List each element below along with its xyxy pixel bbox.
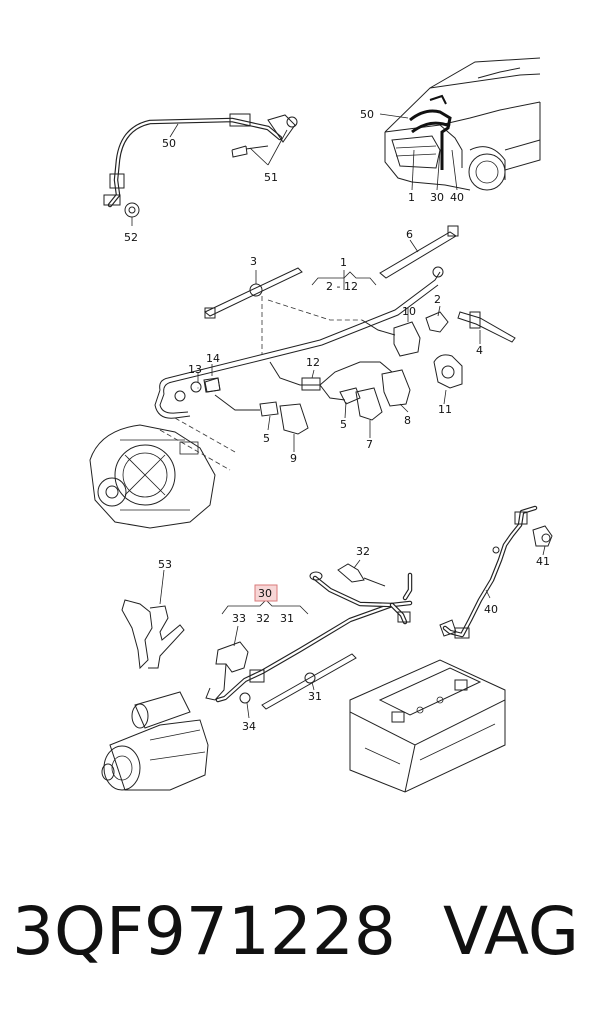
starter-motor-illustration bbox=[101, 691, 209, 791]
callout-7: 7 bbox=[366, 438, 373, 451]
callout-13: 13 bbox=[188, 363, 202, 376]
callout-12: 12 bbox=[306, 356, 320, 369]
callout-5-right: 5 bbox=[340, 418, 347, 431]
alternator-illustration bbox=[89, 424, 216, 529]
callout-30-highlighted[interactable]: 30 bbox=[258, 587, 272, 600]
callout-31: 31 bbox=[280, 612, 294, 625]
highlighted-callout-box bbox=[254, 584, 278, 602]
callout-40-vehicle: 40 bbox=[450, 191, 464, 204]
callout-32: 32 bbox=[256, 612, 270, 625]
callout-2: 2 bbox=[434, 293, 441, 306]
callout-11: 11 bbox=[438, 403, 452, 416]
callout-8: 8 bbox=[404, 414, 411, 427]
callout-30-vehicle: 30 bbox=[430, 191, 444, 204]
callout-51: 51 bbox=[264, 171, 278, 184]
callout-5: 5 bbox=[263, 432, 270, 445]
callout-32-top: 32 bbox=[356, 545, 370, 558]
parts-diagram: 50 51 52 50 1 30 40 bbox=[89, 57, 553, 793]
callout-53: 53 bbox=[158, 558, 172, 571]
callout-52: 52 bbox=[124, 231, 138, 244]
callout-9: 9 bbox=[290, 452, 297, 465]
part-number: 3QF971228 bbox=[12, 893, 396, 970]
vehicle-illustration bbox=[379, 57, 541, 191]
callout-50: 50 bbox=[162, 137, 176, 150]
battery-illustration bbox=[349, 659, 506, 793]
callout-1: 1 bbox=[340, 256, 347, 269]
callout-4: 4 bbox=[476, 344, 483, 357]
callout-50-vehicle: 50 bbox=[360, 108, 374, 121]
callout-2-12: 2 - 12 bbox=[326, 280, 358, 293]
callout-6: 6 bbox=[406, 228, 413, 241]
callout-3: 3 bbox=[250, 255, 257, 268]
callout-41: 41 bbox=[536, 555, 550, 568]
cable-50-group bbox=[103, 113, 298, 226]
bracket-53 bbox=[121, 569, 185, 670]
brand-label: VAG bbox=[443, 893, 580, 970]
callout-14: 14 bbox=[206, 352, 220, 365]
callout-33: 33 bbox=[232, 612, 246, 625]
callout-10: 10 bbox=[402, 305, 416, 318]
callout-1-vehicle: 1 bbox=[408, 191, 415, 204]
cable-30-group bbox=[205, 559, 413, 719]
callout-40: 40 bbox=[484, 603, 498, 616]
cable-40-group bbox=[439, 505, 553, 639]
wiring-harness-group bbox=[154, 225, 516, 471]
callout-34: 34 bbox=[242, 720, 256, 733]
callout-31-bottom: 31 bbox=[308, 690, 322, 703]
